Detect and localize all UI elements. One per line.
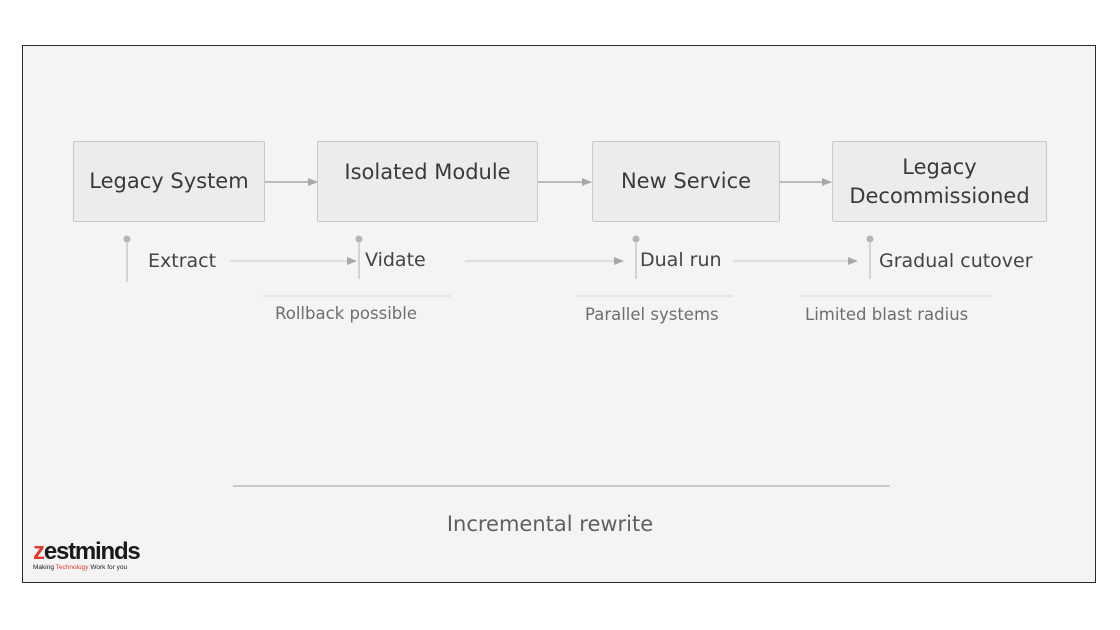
logo-tagline-post: Work for you [88,564,128,571]
node-label: Isolated Module [344,160,511,184]
step-marker-extract [123,235,131,282]
node-label: Legacy System [89,169,249,193]
diagram-canvas [123,178,991,487]
note-rollback-possible: Rollback possible [275,304,417,323]
logo-tagline: Making Technology Work for you [33,564,173,571]
step-label-dual-run: Dual run [640,249,722,271]
node-new-service: New Service [592,141,780,222]
diagram-frame: Legacy System Isolated Module New Servic… [22,45,1096,583]
logo-tagline-pre: Making [33,564,56,571]
diagram-title: Incremental rewrite [446,512,654,536]
step-marker-vidate [355,235,363,279]
note-parallel-systems: Parallel systems [585,305,719,324]
logo-wordmark-accent: z [33,538,45,565]
zestminds-logo: zestminds Making Technology Work for you [33,540,173,572]
node-legacy-decommissioned: Legacy Decommissioned [832,141,1047,222]
step-marker-gradual-cutover [866,235,874,279]
logo-tagline-accent: Technology [55,564,89,571]
logo-wordmark: zestminds [33,540,173,564]
node-legacy-system: Legacy System [73,141,265,222]
step-label-extract: Extract [148,250,217,272]
step-label-gradual-cutover: Gradual cutover [879,250,1033,272]
node-isolated-module: Isolated Module [317,141,538,222]
node-label: Legacy Decommissioned [849,154,1030,208]
step-label-vidate: Vidate [365,249,426,271]
node-label: New Service [620,169,752,193]
note-limited-blast-radius: Limited blast radius [805,305,969,324]
logo-wordmark-rest: estminds [43,538,141,565]
step-marker-dual-run [632,235,640,279]
